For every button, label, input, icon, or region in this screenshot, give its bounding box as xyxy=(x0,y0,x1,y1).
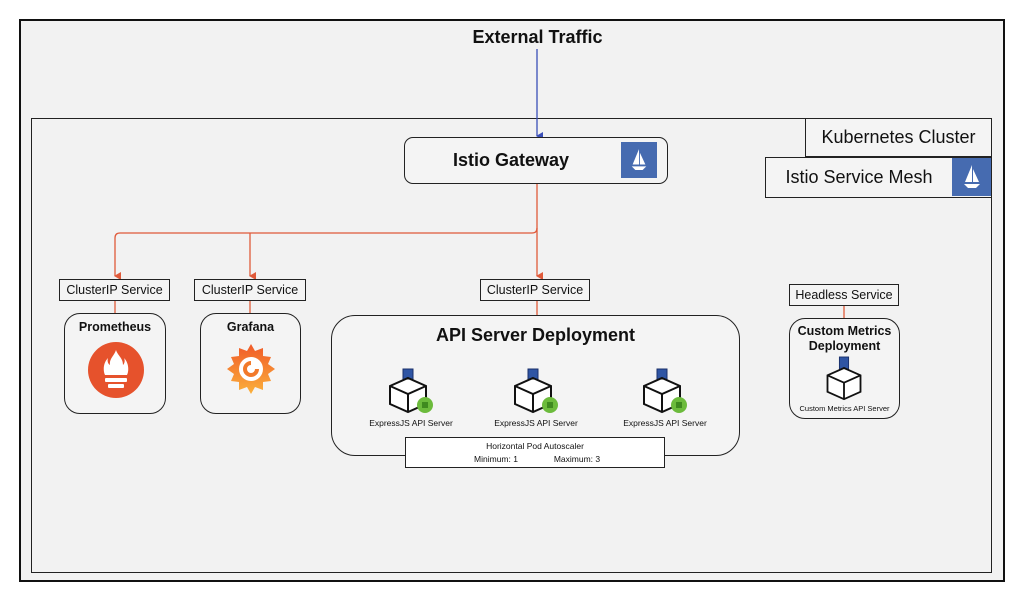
grafana-clusterip-service: ClusterIP Service xyxy=(194,279,306,301)
api-clusterip-service: ClusterIP Service xyxy=(480,279,590,301)
custom-metrics-deployment-box: Custom Metrics Deployment Custom Metrics… xyxy=(789,318,900,419)
custom-metrics-pod-label: Custom Metrics API Server xyxy=(799,404,890,413)
api-server-deployment-title: API Server Deployment xyxy=(435,325,636,345)
istio-service-mesh-text: Istio Service Mesh xyxy=(785,166,933,187)
istio-gateway-label: Istio Gateway xyxy=(452,150,570,170)
istio-logo-icon xyxy=(952,158,991,196)
grafana-label: Grafana xyxy=(226,320,275,334)
horizontal-pod-autoscaler: Horizontal Pod Autoscaler Minimum: 1 Max… xyxy=(405,437,665,468)
gateway-route-trunk xyxy=(114,184,538,280)
kubernetes-cluster-label: Kubernetes Cluster xyxy=(805,118,992,157)
grafana-logo-icon xyxy=(223,341,279,402)
istio-gateway: Istio Gateway xyxy=(404,137,668,184)
hpa-minimum: Minimum: 1 xyxy=(474,454,518,464)
prometheus-box: Prometheus xyxy=(64,313,166,414)
custom-metrics-title-line2: Deployment xyxy=(808,339,881,353)
pod-label: ExpressJS API Server xyxy=(494,418,578,428)
pod-label: ExpressJS API Server xyxy=(623,418,707,428)
pod-label: ExpressJS API Server xyxy=(369,418,453,428)
istio-service-mesh-label: Istio Service Mesh xyxy=(765,157,992,198)
external-traffic-label: External Traffic xyxy=(472,27,603,47)
prometheus-clusterip-service: ClusterIP Service xyxy=(59,279,170,301)
pod-cube-icon xyxy=(512,367,560,420)
api-pod-2: ExpressJS API Server xyxy=(488,367,584,429)
api-pod-3: ExpressJS API Server xyxy=(617,367,713,429)
pod-cube-icon xyxy=(387,367,435,420)
custom-metrics-title-line1: Custom Metrics xyxy=(797,324,892,338)
istio-gateway-icon xyxy=(621,142,657,178)
headless-service: Headless Service xyxy=(789,284,899,306)
custom-metrics-cube-icon xyxy=(822,355,866,408)
grafana-box: Grafana xyxy=(200,313,301,414)
api-pod-1: ExpressJS API Server xyxy=(363,367,459,429)
hpa-title: Horizontal Pod Autoscaler xyxy=(486,441,584,451)
prometheus-label: Prometheus xyxy=(78,320,152,334)
prometheus-logo-icon xyxy=(87,341,145,404)
hpa-maximum: Maximum: 3 xyxy=(553,454,601,464)
pod-cube-icon xyxy=(641,367,689,420)
